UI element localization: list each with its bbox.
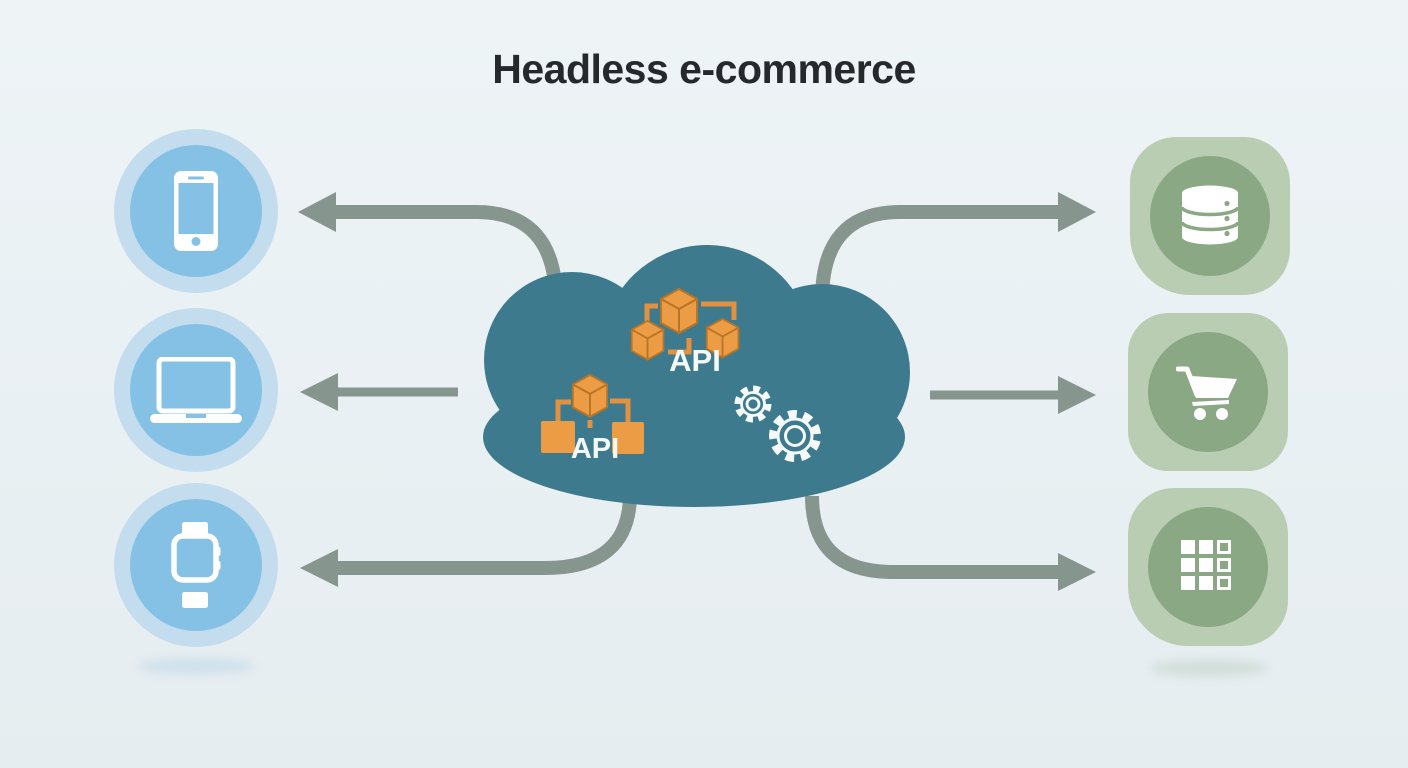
backend-node-apps-grid: [1128, 488, 1288, 646]
api-label-top: API: [669, 343, 721, 378]
frontend-node-smartphone: [114, 129, 278, 293]
apps-grid-icon: [1181, 540, 1231, 590]
database-icon: [1182, 185, 1238, 245]
arrow-cloud-to-database: [815, 192, 1096, 301]
api-label-bottom: API: [571, 433, 619, 465]
backend-node-database: [1130, 137, 1290, 295]
arrow-cloud-to-smartphone: [298, 192, 563, 303]
gear-small: [734, 385, 772, 423]
api-cubes-icon-bottom: API: [541, 374, 644, 465]
reflection: [137, 658, 255, 674]
api-cubes-icon-top: API: [630, 288, 740, 378]
arrow-cloud-to-laptop: [300, 373, 458, 411]
arrow-cloud-to-cart: [930, 376, 1096, 414]
frontend-node-smartwatch: [114, 483, 278, 647]
backend-node-shopping-cart: [1128, 313, 1288, 471]
gears-icon: [734, 385, 821, 462]
smartwatch-icon: [171, 522, 221, 608]
laptop-icon: [150, 357, 242, 423]
reflection: [1150, 660, 1268, 676]
arrow-cloud-to-smartwatch: [300, 493, 637, 587]
page-title: Headless e-commerce: [492, 46, 916, 92]
gear-large: [769, 410, 821, 462]
frontend-node-laptop: [114, 308, 278, 472]
shopping-cart-icon: [1176, 366, 1237, 420]
smartphone-icon: [174, 171, 218, 251]
arrow-cloud-to-grid: [805, 495, 1096, 591]
